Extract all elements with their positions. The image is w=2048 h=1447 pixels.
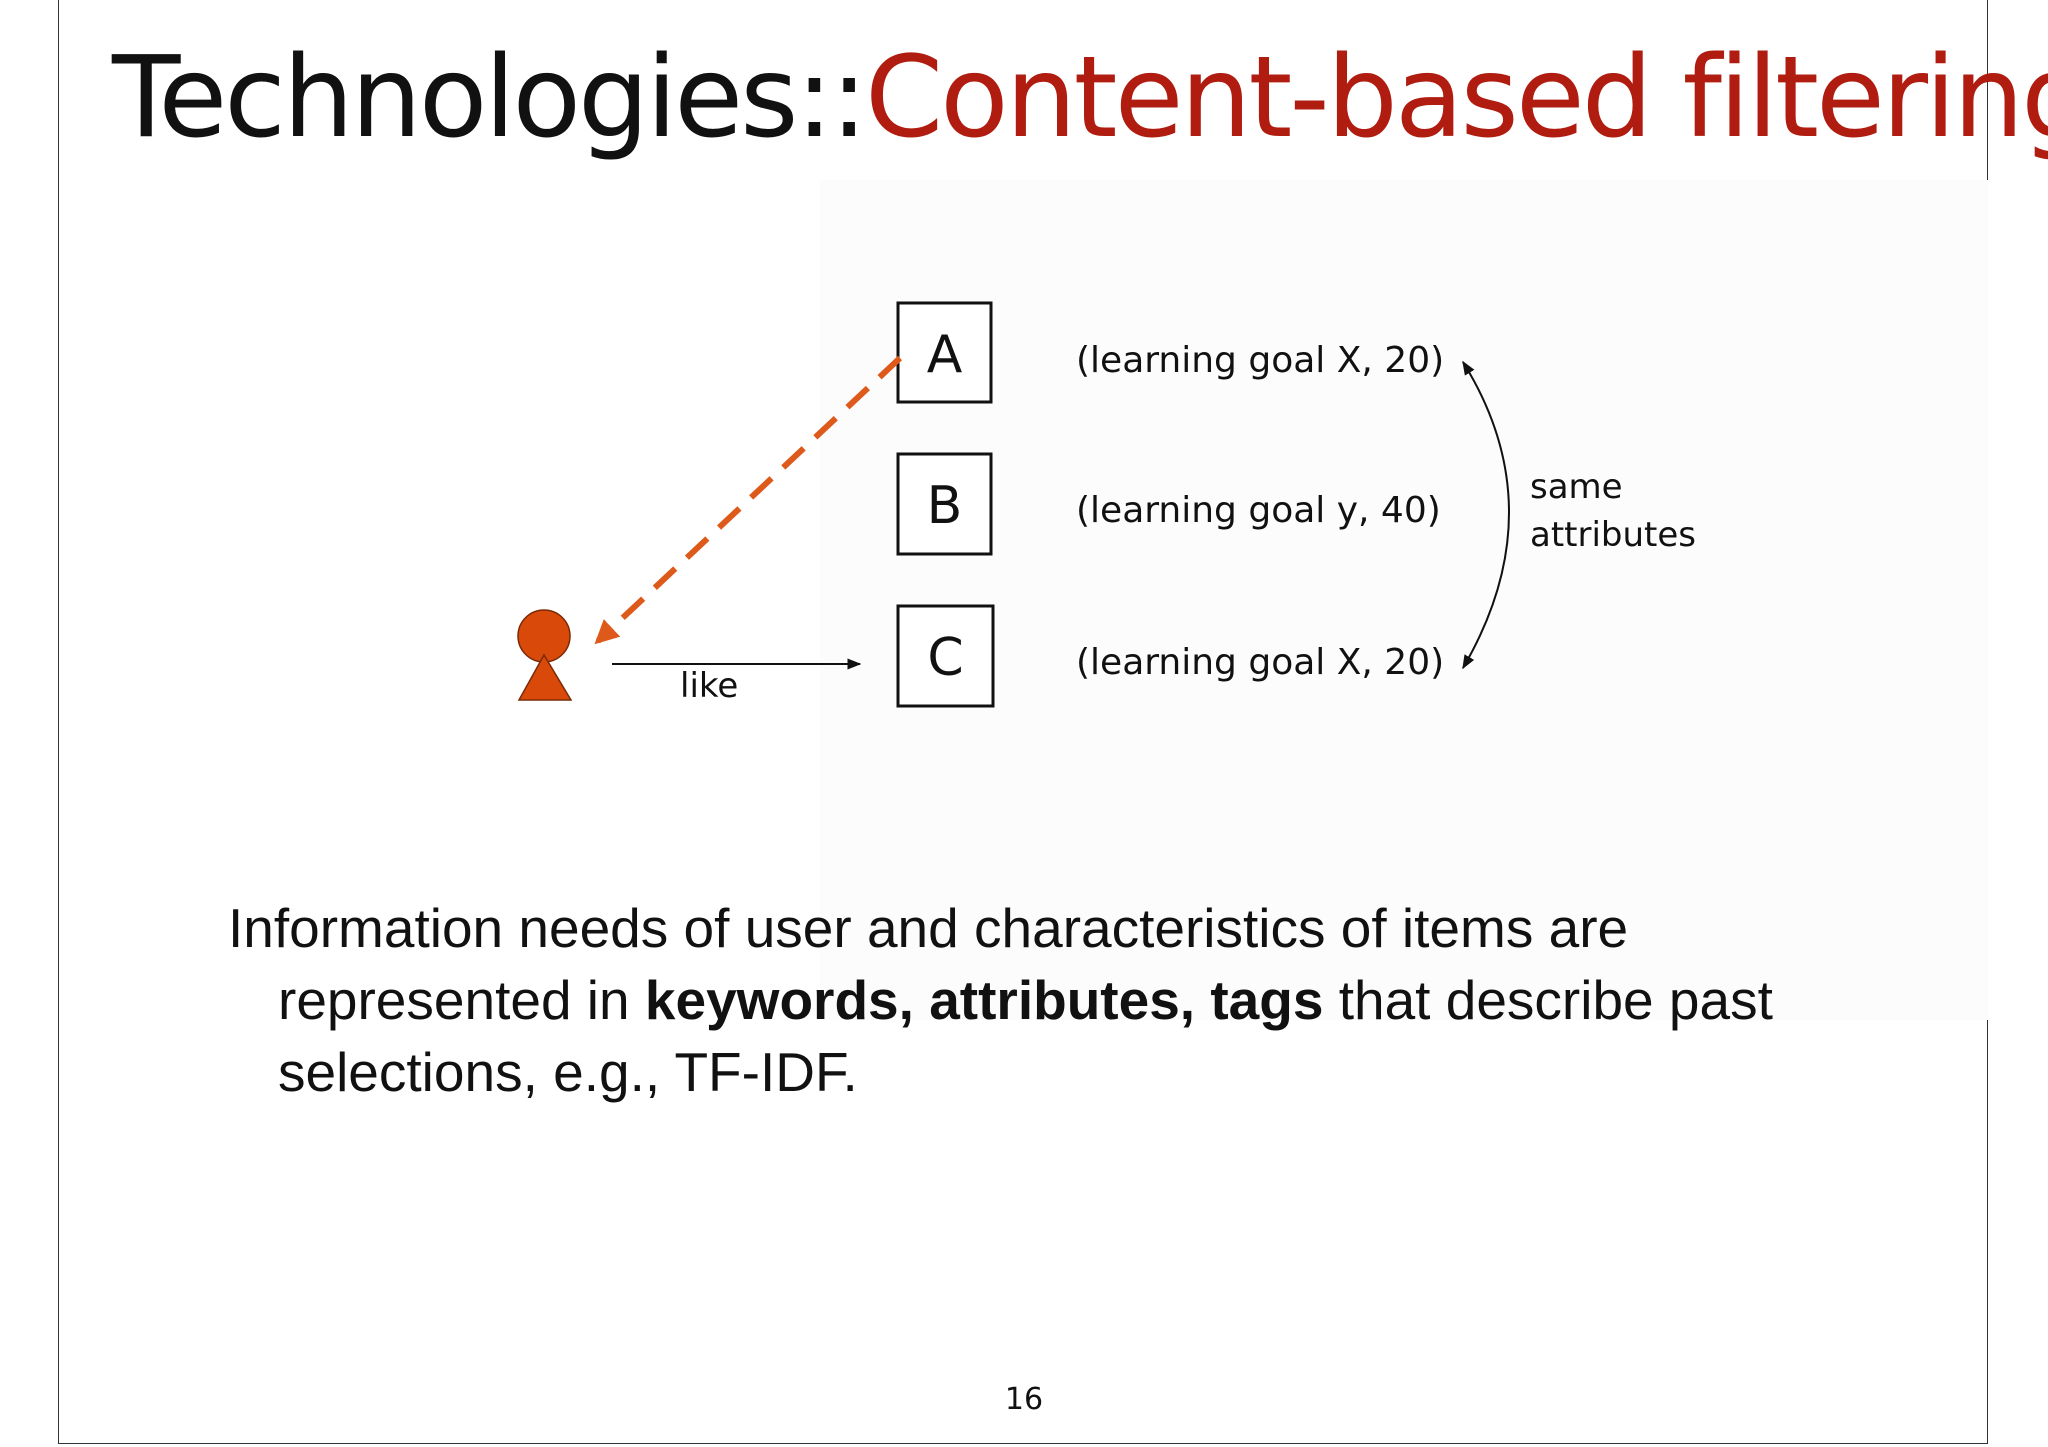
attribute-label-a: (learning goal X, 20) xyxy=(1076,340,1444,381)
diagram-background xyxy=(820,180,1988,1020)
title-prefix: Technologies:: xyxy=(112,33,868,163)
same-attributes-label-line1: same xyxy=(1530,467,1623,507)
slide-title: Technologies::Content-based filtering xyxy=(112,28,2048,168)
body-text-part1: Information needs of user and characteri… xyxy=(228,897,1629,1031)
body-text-part2: that describe past selections, e.g., TF-… xyxy=(278,969,1773,1103)
item-letter-b: B xyxy=(927,476,963,536)
item-box-c: C xyxy=(896,604,995,708)
item-letter-a: A xyxy=(927,325,963,385)
item-box-a: A xyxy=(896,301,993,404)
title-main: Content-based filtering xyxy=(864,33,2048,163)
attribute-label-b: (learning goal y, 40) xyxy=(1076,490,1441,531)
page-number: 16 xyxy=(1004,1382,1044,1417)
body-text-bold: keywords, attributes, tags xyxy=(644,969,1324,1031)
same-attributes-arrow xyxy=(1462,360,1510,670)
user-icon xyxy=(517,609,573,701)
same-attributes-label-line2: attributes xyxy=(1530,515,1696,555)
attribute-label-c: (learning goal X, 20) xyxy=(1076,642,1444,683)
body-paragraph: Information needs of user and characteri… xyxy=(228,892,1878,1108)
item-box-b: B xyxy=(896,452,993,556)
user-body xyxy=(517,653,573,701)
item-letter-c: C xyxy=(927,628,963,688)
recommendation-arrow xyxy=(594,355,903,645)
like-label: like xyxy=(680,666,738,706)
